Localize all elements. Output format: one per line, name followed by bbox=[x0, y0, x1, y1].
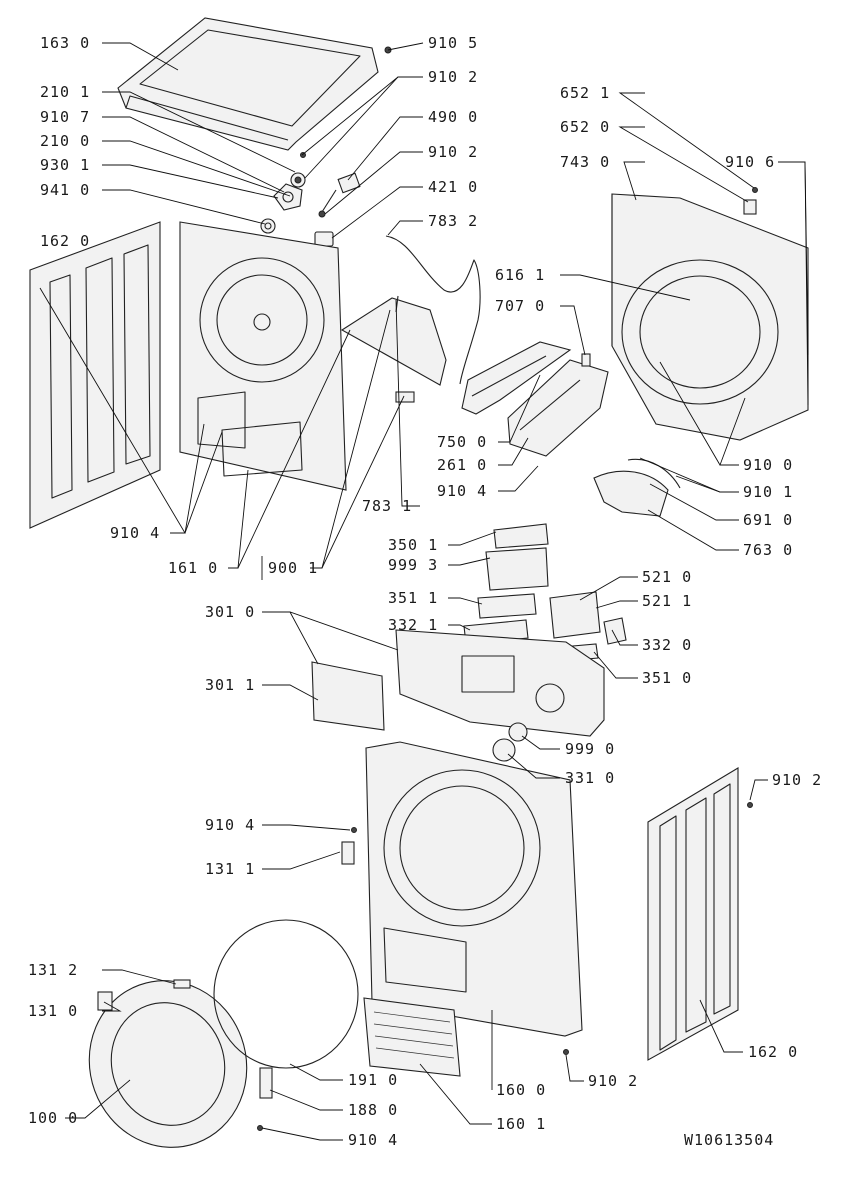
label-332-1: 332 1 bbox=[388, 616, 438, 634]
label-707-0: 707 0 bbox=[495, 297, 545, 315]
right-side-panel-part bbox=[647, 767, 739, 1061]
label-999-3: 999 3 bbox=[388, 556, 438, 574]
label-160-1: 160 1 bbox=[496, 1115, 546, 1133]
label-910-7: 910 7 bbox=[40, 108, 90, 126]
label-210-0: 210 0 bbox=[40, 132, 90, 150]
knob-9990-part bbox=[508, 722, 528, 742]
front-bulkhead-part bbox=[611, 193, 809, 441]
control-board-3501-part bbox=[493, 523, 549, 549]
connector-part bbox=[395, 391, 415, 403]
label-351-1: 351 1 bbox=[388, 589, 438, 607]
label-332-0: 332 0 bbox=[642, 636, 692, 654]
dispenser-drawer-part bbox=[311, 661, 385, 731]
label-763-0: 763 0 bbox=[743, 541, 793, 559]
label-743-0: 743 0 bbox=[560, 153, 610, 171]
label-941-0: 941 0 bbox=[40, 181, 90, 199]
label-910-0: 910 0 bbox=[743, 456, 793, 474]
label-161-0: 161 0 bbox=[168, 559, 218, 577]
label-652-1: 652 1 bbox=[560, 84, 610, 102]
label-350-1: 350 1 bbox=[388, 536, 438, 554]
bearing-group-part bbox=[260, 172, 306, 234]
label-100-0: 100 0 bbox=[28, 1109, 78, 1127]
screw-9104-icon bbox=[351, 827, 357, 833]
label-783-1: 783 1 bbox=[362, 497, 412, 515]
door-glass-part bbox=[110, 1002, 226, 1126]
rear-panel-part bbox=[179, 221, 347, 491]
label-521-1: 521 1 bbox=[642, 592, 692, 610]
screw-9104-bottom-icon bbox=[257, 1125, 263, 1131]
label-999-0: 999 0 bbox=[565, 740, 615, 758]
fitting-6521-icon bbox=[752, 187, 758, 193]
label-351-0: 351 0 bbox=[642, 669, 692, 687]
hinge-1311-part bbox=[341, 841, 355, 865]
label-160-0: 160 0 bbox=[496, 1081, 546, 1099]
label-261-0: 261 0 bbox=[437, 456, 487, 474]
label-331-0: 331 0 bbox=[565, 769, 615, 787]
label-910-2-d: 910 2 bbox=[588, 1072, 638, 1090]
parts-artwork bbox=[29, 17, 809, 1148]
grille-part bbox=[363, 997, 461, 1077]
hose-7832-part bbox=[385, 235, 481, 385]
hinge-1310-part bbox=[97, 991, 113, 1011]
label-910-4-c: 910 4 bbox=[205, 816, 255, 834]
label-191-0: 191 0 bbox=[348, 1071, 398, 1089]
label-490-0: 490 0 bbox=[428, 108, 478, 126]
label-910-2-b: 910 2 bbox=[428, 143, 478, 161]
label-783-2: 783 2 bbox=[428, 212, 478, 230]
module-5210-part bbox=[549, 591, 601, 639]
latch-1312-part bbox=[173, 979, 191, 989]
label-301-1: 301 1 bbox=[205, 676, 255, 694]
label-521-0: 521 0 bbox=[642, 568, 692, 586]
sensor-part bbox=[318, 172, 361, 218]
screw-9102-right-icon bbox=[747, 802, 753, 808]
fitting-6520-part bbox=[743, 199, 757, 215]
label-910-6: 910 6 bbox=[725, 153, 775, 171]
drawing-number: W10613504 bbox=[684, 1131, 774, 1149]
label-910-2-c: 910 2 bbox=[772, 771, 822, 789]
label-750-0: 750 0 bbox=[437, 433, 487, 451]
console-panel-part bbox=[395, 629, 605, 737]
top-cover-part bbox=[117, 17, 379, 151]
duct-part bbox=[507, 359, 609, 457]
label-131-0: 131 0 bbox=[28, 1002, 78, 1020]
label-616-1: 616 1 bbox=[495, 266, 545, 284]
part-7070 bbox=[581, 353, 591, 367]
label-421-0: 421 0 bbox=[428, 178, 478, 196]
label-910-4-d: 910 4 bbox=[348, 1131, 398, 1149]
left-side-panel-part bbox=[29, 221, 161, 529]
label-163-0: 163 0 bbox=[40, 34, 90, 52]
label-188-0: 188 0 bbox=[348, 1101, 398, 1119]
label-162-0-b: 162 0 bbox=[748, 1043, 798, 1061]
label-691-0: 691 0 bbox=[743, 511, 793, 529]
rear-pad-part bbox=[340, 297, 447, 386]
label-131-2: 131 2 bbox=[28, 961, 78, 979]
part-number-labels: 163 0 910 5 210 1 910 2 910 7 490 0 210 … bbox=[28, 34, 822, 1149]
label-910-4-a: 910 4 bbox=[437, 482, 487, 500]
label-910-2-a: 910 2 bbox=[428, 68, 478, 86]
label-162-0-a: 162 0 bbox=[40, 232, 90, 250]
door-seal-part bbox=[213, 919, 359, 1069]
label-131-1: 131 1 bbox=[205, 860, 255, 878]
door-part bbox=[88, 980, 248, 1148]
label-210-1: 210 1 bbox=[40, 83, 90, 101]
label-910-4-b: 910 4 bbox=[110, 524, 160, 542]
label-930-1: 930 1 bbox=[40, 156, 90, 174]
lint-filter-part bbox=[593, 470, 669, 517]
label-900-1: 900 1 bbox=[268, 559, 318, 577]
handle-1880-part bbox=[259, 1067, 273, 1099]
front-panel-part bbox=[365, 741, 583, 1037]
board-3511-part bbox=[477, 593, 537, 619]
label-301-0: 301 0 bbox=[205, 603, 255, 621]
label-652-0: 652 0 bbox=[560, 118, 610, 136]
label-910-1: 910 1 bbox=[743, 483, 793, 501]
leader-lines bbox=[39, 42, 809, 1141]
screw-9102-bottom-icon bbox=[563, 1049, 569, 1055]
control-board-9993-part bbox=[485, 547, 549, 591]
label-910-5: 910 5 bbox=[428, 34, 478, 52]
knob-3320-part bbox=[603, 617, 627, 645]
part-4210 bbox=[314, 231, 334, 247]
condenser-cover-part bbox=[461, 341, 572, 415]
